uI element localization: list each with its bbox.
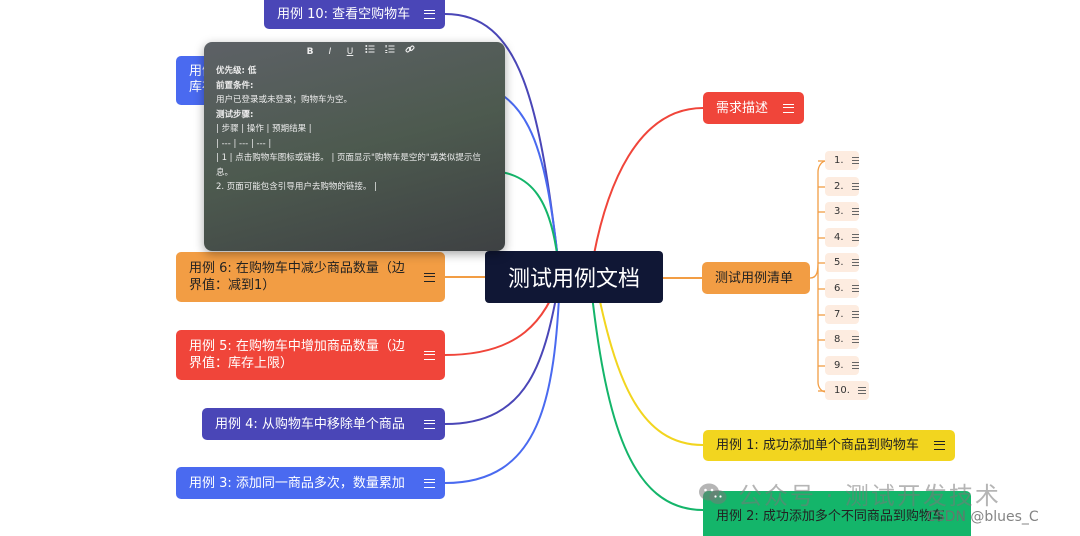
list-item[interactable]: 6. — [825, 279, 860, 298]
case6-label: 用例 6: 在购物车中减少商品数量（边界值：减到1） — [189, 261, 405, 293]
note-precondition-title: 前置条件: — [216, 80, 254, 91]
note-steps-title: 测试步骤: — [216, 109, 254, 120]
wechat-icon — [698, 482, 728, 506]
case4-label: 用例 4: 从购物车中移除单个商品 — [215, 416, 405, 432]
case10-node[interactable]: 用例 10: 查看空购物车 — [264, 0, 445, 29]
link-requirements — [589, 107, 704, 278]
note-icon[interactable] — [934, 441, 945, 450]
case5-label: 用例 5: 在购物车中增加商品数量（边界值：库存上限） — [189, 339, 405, 371]
csdn-watermark: CSDN @blues_C — [926, 509, 1039, 525]
list-item-label: 2. — [834, 181, 844, 192]
note-icon[interactable] — [424, 350, 435, 360]
list-item[interactable]: 4. — [825, 228, 860, 247]
note-icon[interactable] — [851, 208, 860, 215]
case1-node[interactable]: 用例 1: 成功添加单个商品到购物车 — [703, 430, 955, 461]
bold-button[interactable]: B — [306, 46, 314, 57]
link-list-bracket — [809, 160, 827, 393]
note-icon[interactable] — [424, 419, 435, 429]
note-icon[interactable] — [851, 183, 860, 190]
note-icon[interactable] — [851, 234, 860, 241]
underline-button[interactable]: U — [346, 46, 354, 57]
list-item[interactable]: 5. — [825, 253, 860, 272]
list-item[interactable]: 8. — [825, 330, 860, 349]
link-case1 — [594, 276, 704, 446]
central-topic-label: 测试用例文档 — [507, 267, 640, 292]
bullet-list-icon[interactable] — [365, 44, 375, 60]
note-table-separator: | --- | --- | --- | — [216, 138, 272, 149]
note-icon[interactable] — [851, 362, 860, 369]
note-row2: 2. 页面可能包含引导用户去购物的链接。 | — [216, 182, 377, 192]
list-item-label: 4. — [834, 232, 844, 243]
list-item-label: 7. — [834, 309, 844, 320]
italic-button[interactable]: I — [328, 46, 332, 57]
list-item[interactable]: 9. — [825, 356, 860, 375]
link-icon[interactable] — [405, 44, 415, 60]
note-content[interactable]: 优先级: 低 前置条件: 用户已登录或未登录；购物车为空。 测试步骤: | 步骤… — [216, 64, 496, 195]
list-item-label: 5. — [834, 257, 844, 268]
list-item-label: 9. — [834, 360, 844, 371]
link-case3 — [444, 276, 561, 484]
list-item[interactable]: 1. — [825, 151, 860, 170]
note-icon[interactable] — [851, 311, 860, 318]
numbered-list-icon[interactable] — [385, 44, 395, 60]
note-icon[interactable] — [783, 103, 794, 113]
case2-node[interactable]: 用例 2: 成功添加多个不同商品到购物车 — [703, 491, 971, 536]
list-item-label: 6. — [834, 283, 844, 294]
link-case4 — [444, 276, 561, 425]
list-item-label: 10. — [834, 385, 850, 396]
list-item-label: 1. — [834, 155, 844, 166]
case1-label: 用例 1: 成功添加单个商品到购物车 — [716, 438, 919, 453]
list-item[interactable]: 10. — [825, 381, 869, 400]
note-icon[interactable] — [851, 285, 860, 292]
note-icon[interactable] — [424, 10, 435, 19]
note-popup[interactable]: B I U 优先级: 低 前置条件: 用户已登录或未登录；购物车为空。 测试步骤… — [204, 42, 505, 251]
list-item[interactable]: 7. — [825, 305, 860, 324]
list-item-label: 8. — [834, 334, 844, 345]
list-item-label: 3. — [834, 206, 844, 217]
note-priority: 优先级: 低 — [216, 66, 257, 76]
requirements-node[interactable]: 需求描述 — [703, 92, 804, 124]
case4-node[interactable]: 用例 4: 从购物车中移除单个商品 — [202, 408, 445, 440]
case3-label: 用例 3: 添加同一商品多次，数量累加 — [189, 475, 405, 491]
note-icon[interactable] — [851, 157, 860, 164]
note-table-header: | 步骤 | 操作 | 预期结果 | — [216, 124, 312, 134]
requirements-label: 需求描述 — [716, 100, 769, 116]
link-case2 — [589, 276, 704, 511]
case6-node[interactable]: 用例 6: 在购物车中减少商品数量（边界值：减到1） — [176, 252, 445, 302]
wechat-watermark-text: 公众号 · 测试开发技术 — [738, 482, 1001, 510]
wechat-watermark: 公众号 · 测试开发技术 — [698, 476, 1001, 511]
testcase-list-label: 测试用例清单 — [715, 270, 794, 286]
note-precondition: 用户已登录或未登录；购物车为空。 — [216, 95, 353, 105]
testcase-list-node[interactable]: 测试用例清单 — [702, 262, 810, 294]
case2-label: 用例 2: 成功添加多个不同商品到购物车 — [716, 508, 945, 524]
note-icon[interactable] — [851, 336, 860, 343]
note-icon[interactable] — [424, 478, 435, 488]
central-topic[interactable]: 测试用例文档 — [485, 251, 663, 303]
format-toolbar: B I U — [305, 45, 415, 59]
note-icon[interactable] — [857, 387, 866, 394]
note-icon[interactable] — [424, 272, 435, 282]
case3-node[interactable]: 用例 3: 添加同一商品多次，数量累加 — [176, 467, 445, 499]
list-item[interactable]: 2. — [825, 177, 860, 196]
case5-node[interactable]: 用例 5: 在购物车中增加商品数量（边界值：库存上限） — [176, 330, 445, 380]
note-row1: | 1 | 点击购物车图标或链接。 | 页面显示"购物车是空的"或类似提示信息。 — [216, 153, 481, 178]
list-item[interactable]: 3. — [825, 202, 860, 221]
case10-label: 用例 10: 查看空购物车 — [277, 7, 411, 22]
note-icon[interactable] — [851, 259, 860, 266]
